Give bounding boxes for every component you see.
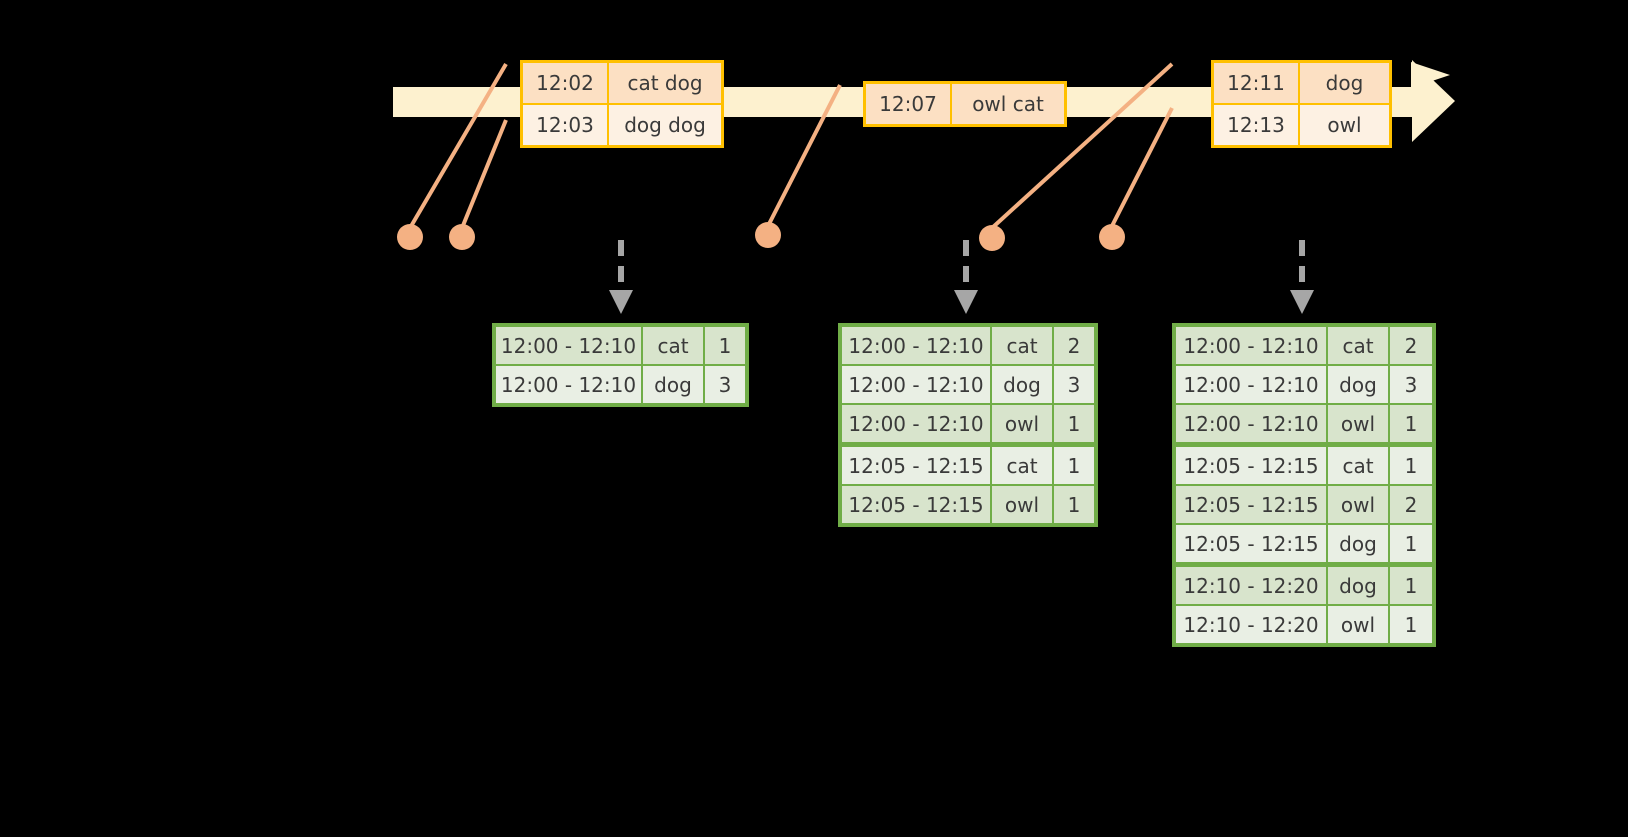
dashed-arrow-3 [1290, 240, 1314, 314]
connector-dot-3 [755, 222, 781, 248]
cell-window: 12:00 - 12:10 [842, 366, 990, 403]
connector-dot-2 [449, 224, 475, 250]
event-words: owl [1300, 105, 1389, 145]
cell-window: 12:00 - 12:10 [1176, 366, 1326, 403]
cell-count: 2 [1390, 327, 1432, 364]
table-row[interactable]: 12:00 - 12:10 dog 3 [1175, 365, 1433, 404]
cell-window: 12:05 - 12:15 [842, 447, 990, 484]
event-words: dog [1300, 63, 1389, 103]
table-row[interactable]: 12:10 - 12:20 dog 1 [1175, 566, 1433, 605]
cell-window: 12:00 - 12:10 [842, 327, 990, 364]
event-words: cat dog [609, 63, 721, 103]
event-group-2[interactable]: 12:07 owl cat [863, 81, 1067, 127]
cell-count: 2 [1390, 486, 1432, 523]
event-row[interactable]: 12:03 dog dog [523, 103, 721, 145]
cell-count: 3 [1390, 366, 1432, 403]
cell-count: 1 [705, 327, 745, 364]
cell-window: 12:10 - 12:20 [1176, 606, 1326, 643]
event-row[interactable]: 12:13 owl [1214, 103, 1389, 145]
event-time: 12:02 [523, 63, 609, 103]
cell-word: dog [1328, 366, 1388, 403]
connector-line-5 [1110, 107, 1174, 227]
cell-word: dog [643, 366, 703, 403]
cell-count: 3 [705, 366, 745, 403]
event-time: 12:07 [866, 84, 952, 124]
result-table-2[interactable]: 12:00 - 12:10 cat 2 12:00 - 12:10 dog 3 … [838, 323, 1098, 527]
cell-window: 12:00 - 12:10 [842, 405, 990, 442]
cell-window: 12:05 - 12:15 [842, 486, 990, 523]
cell-count: 1 [1054, 447, 1094, 484]
cell-window: 12:05 - 12:15 [1176, 525, 1326, 562]
table-row[interactable]: 12:05 - 12:15 cat 1 [1175, 446, 1433, 485]
cell-window: 12:00 - 12:10 [496, 327, 641, 364]
cell-word: cat [643, 327, 703, 364]
cell-window: 12:05 - 12:15 [1176, 447, 1326, 484]
event-words: owl cat [952, 84, 1064, 124]
table-row[interactable]: 12:00 - 12:10 dog 3 [841, 365, 1095, 404]
table-row[interactable]: 12:00 - 12:10 owl 1 [1175, 404, 1433, 446]
event-row[interactable]: 12:07 owl cat [866, 84, 1064, 124]
connector-line-2 [460, 119, 508, 229]
cell-count: 1 [1390, 447, 1432, 484]
cell-count: 1 [1390, 567, 1432, 604]
cell-word: cat [1328, 327, 1388, 364]
cell-count: 1 [1054, 486, 1094, 523]
event-time: 12:03 [523, 105, 609, 145]
cell-count: 1 [1390, 525, 1432, 562]
cell-count: 3 [1054, 366, 1094, 403]
table-row[interactable]: 12:05 - 12:15 dog 1 [1175, 524, 1433, 566]
cell-count: 1 [1390, 405, 1432, 442]
cell-word: owl [992, 405, 1052, 442]
result-table-1[interactable]: 12:00 - 12:10 cat 1 12:00 - 12:10 dog 3 [492, 323, 749, 407]
cell-window: 12:00 - 12:10 [1176, 327, 1326, 364]
cell-window: 12:10 - 12:20 [1176, 567, 1326, 604]
cell-word: dog [1328, 567, 1388, 604]
table-row[interactable]: 12:05 - 12:15 cat 1 [841, 446, 1095, 485]
timeline-head-glyph [1405, 63, 1412, 88]
table-row[interactable]: 12:00 - 12:10 cat 1 [495, 326, 746, 365]
table-row[interactable]: 12:05 - 12:15 owl 1 [841, 485, 1095, 524]
cell-word: cat [1328, 447, 1388, 484]
event-row[interactable]: 12:02 cat dog [523, 63, 721, 103]
cell-window: 12:05 - 12:15 [1176, 486, 1326, 523]
cell-word: dog [1328, 525, 1388, 562]
cell-word: owl [1328, 405, 1388, 442]
event-time: 12:11 [1214, 63, 1300, 103]
table-row[interactable]: 12:00 - 12:10 cat 2 [841, 326, 1095, 365]
event-time: 12:13 [1214, 105, 1300, 145]
event-group-1[interactable]: 12:02 cat dog 12:03 dog dog [520, 60, 724, 148]
cell-count: 1 [1054, 405, 1094, 442]
cell-count: 2 [1054, 327, 1094, 364]
cell-count: 1 [1390, 606, 1432, 643]
cell-word: owl [992, 486, 1052, 523]
event-group-3[interactable]: 12:11 dog 12:13 owl [1211, 60, 1392, 148]
connector-dot-1 [397, 224, 423, 250]
dashed-arrow-1 [609, 240, 633, 314]
cell-window: 12:00 - 12:10 [1176, 405, 1326, 442]
cell-word: cat [992, 447, 1052, 484]
dashed-arrow-2 [954, 240, 978, 314]
cell-word: dog [992, 366, 1052, 403]
connector-dot-4 [979, 225, 1005, 251]
result-table-3[interactable]: 12:00 - 12:10 cat 2 12:00 - 12:10 dog 3 … [1172, 323, 1436, 647]
table-row[interactable]: 12:10 - 12:20 owl 1 [1175, 605, 1433, 644]
table-row[interactable]: 12:00 - 12:10 dog 3 [495, 365, 746, 404]
table-row[interactable]: 12:00 - 12:10 owl 1 [841, 404, 1095, 446]
cell-word: owl [1328, 606, 1388, 643]
event-row[interactable]: 12:11 dog [1214, 63, 1389, 103]
connector-dot-5 [1099, 224, 1125, 250]
table-row[interactable]: 12:00 - 12:10 cat 2 [1175, 326, 1433, 365]
table-row[interactable]: 12:05 - 12:15 owl 2 [1175, 485, 1433, 524]
timeline-pointer [1411, 62, 1450, 88]
cell-word: owl [1328, 486, 1388, 523]
cell-word: cat [992, 327, 1052, 364]
event-words: dog dog [609, 105, 721, 145]
cell-window: 12:00 - 12:10 [496, 366, 641, 403]
